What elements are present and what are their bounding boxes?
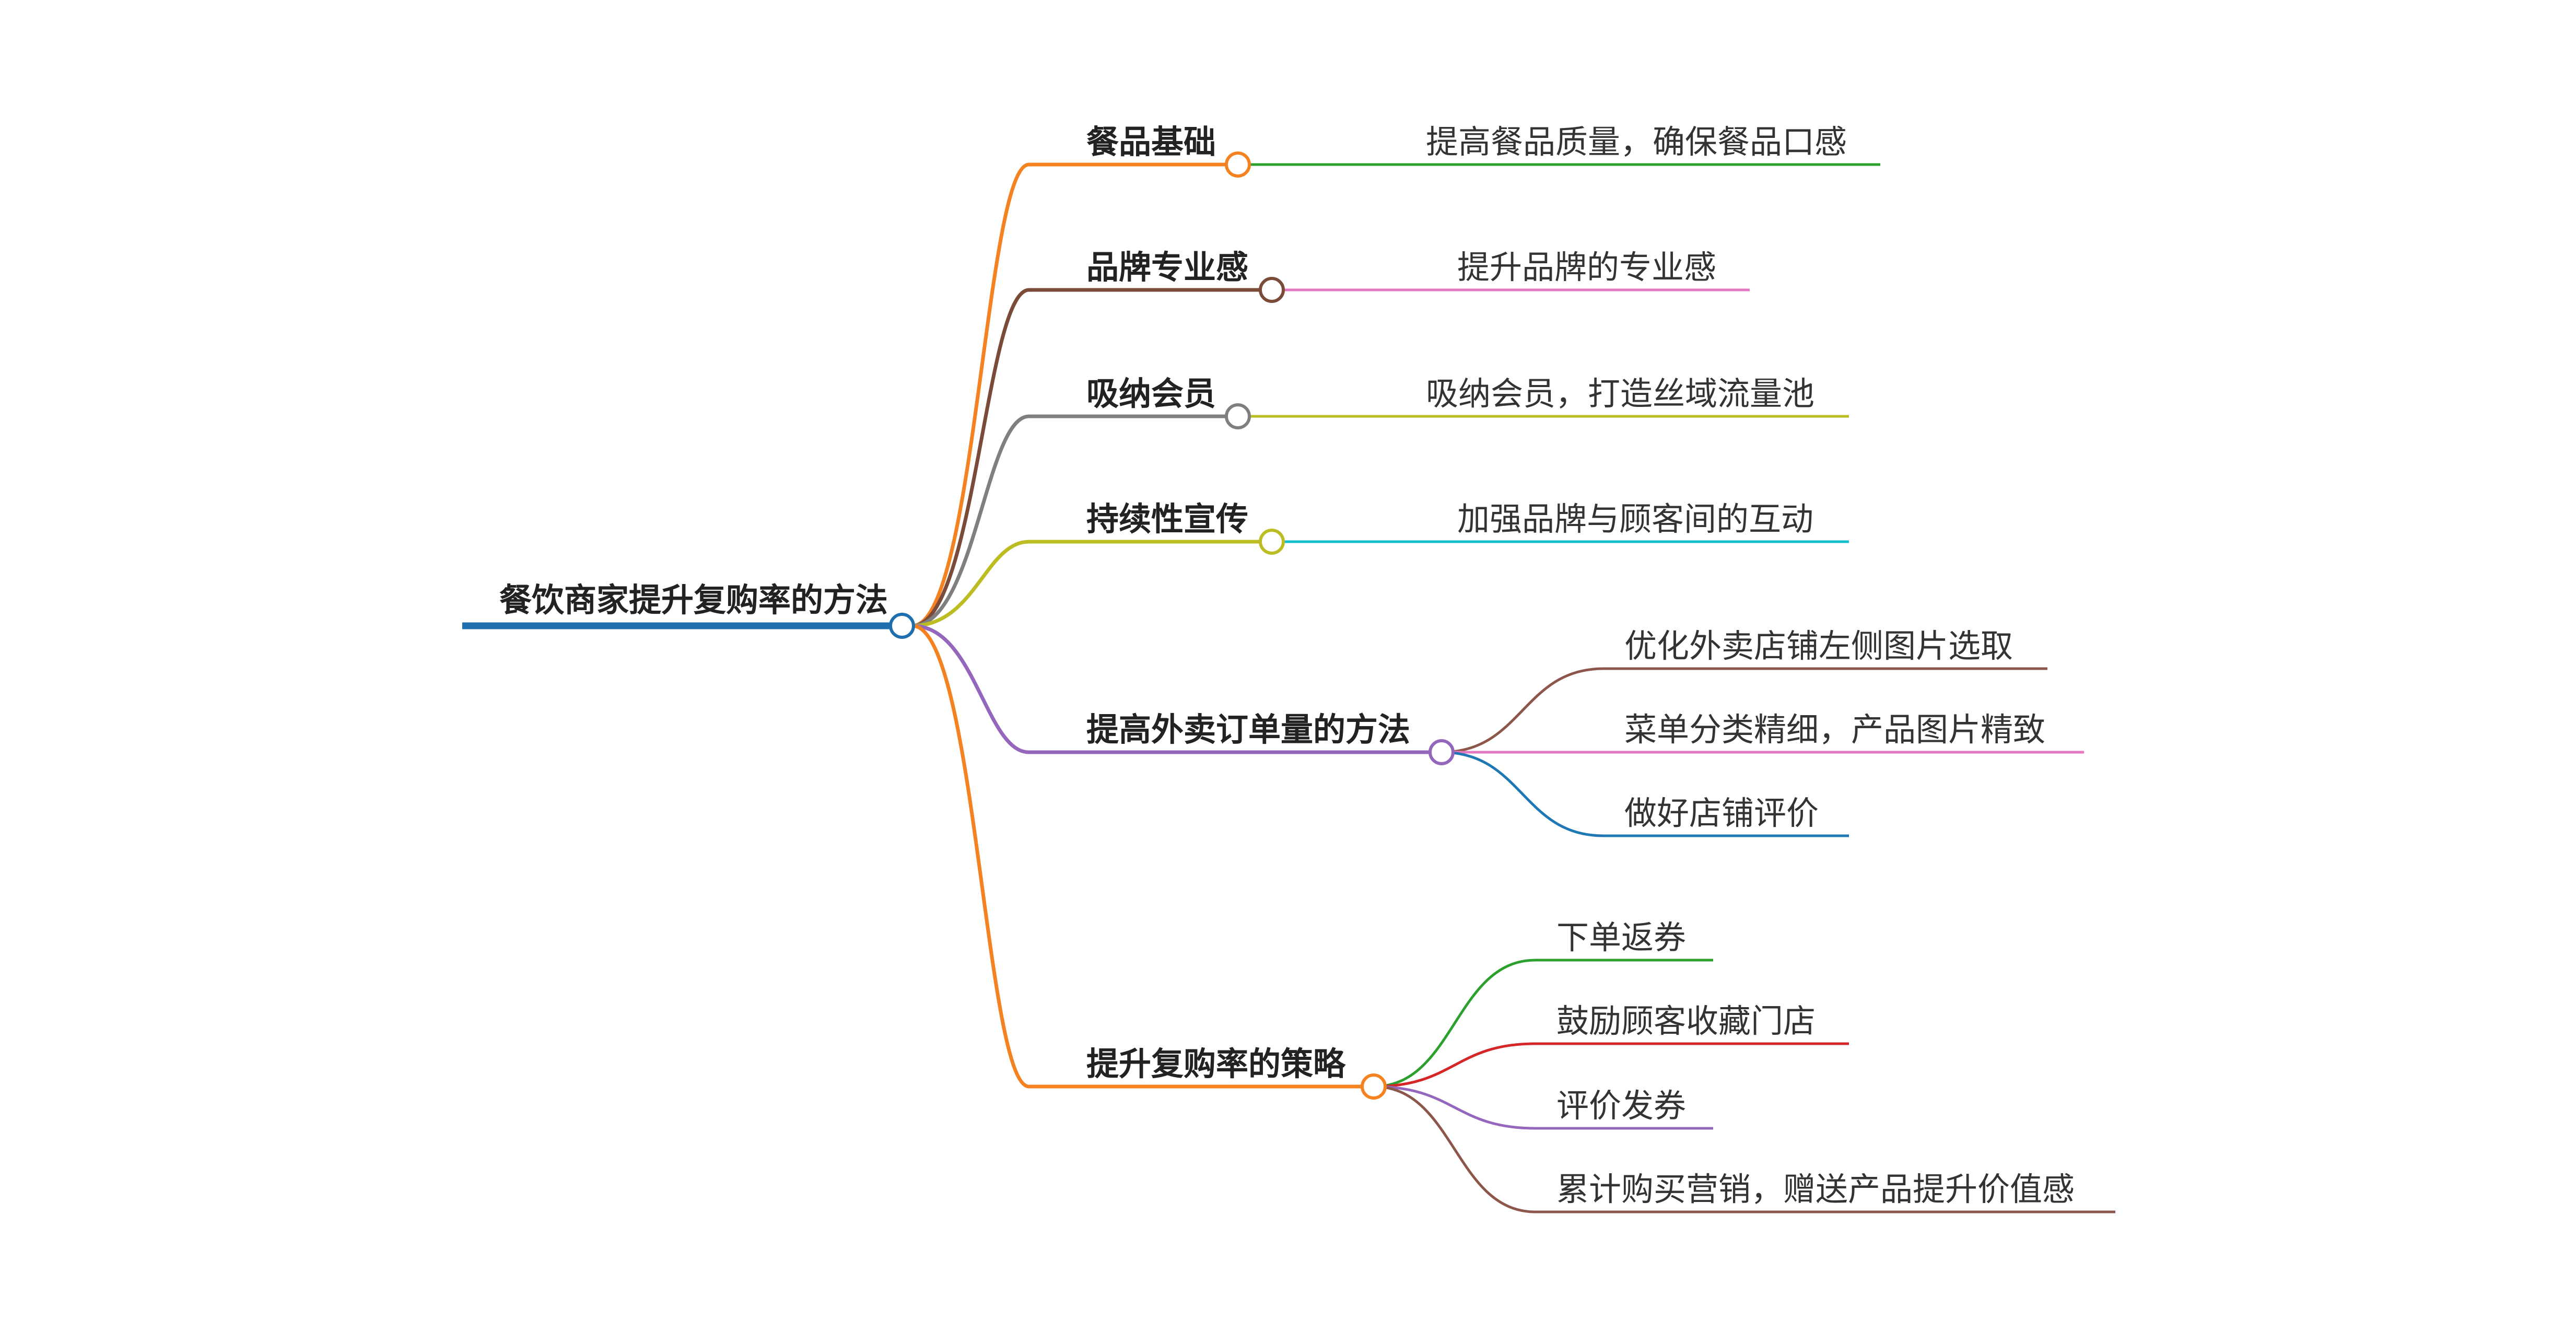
branch-link-6 — [912, 624, 1076, 1089]
leaf-topic-4-1: 加强品牌与顾客间的互动 — [1457, 500, 1813, 538]
branch-link-5 — [912, 624, 1076, 754]
leaf-link-6-3 — [1373, 1085, 1713, 1130]
leaf-topic-5-1: 优化外卖店铺左侧图片选取 — [1624, 627, 2013, 665]
branch-topic-4: 持续性宣传 — [1086, 500, 1248, 538]
branch-node-dot-6 — [1361, 1073, 1387, 1100]
leaf-topic-6-2: 鼓励顾客收藏门店 — [1556, 1002, 1816, 1040]
leaf-topic-5-2: 菜单分类精细，产品图片精致 — [1624, 710, 2045, 749]
leaf-link-6-2 — [1373, 1042, 1849, 1088]
branch-node-dot-5 — [1428, 739, 1455, 765]
branch-node-dot-3 — [1225, 403, 1251, 429]
leaf-topic-2-1: 提升品牌的专业感 — [1457, 248, 1716, 286]
leaf-topic-5-3: 做好店铺评价 — [1624, 794, 1819, 832]
leaf-topic-3-1: 吸纳会员，打造丝域流量池 — [1426, 375, 1814, 413]
leaf-link-5-1 — [1441, 667, 2047, 754]
leaf-topic-6-1: 下单返券 — [1556, 918, 1686, 956]
leaf-topic-6-4: 累计购买营销，赠送产品提升价值感 — [1556, 1170, 2075, 1208]
leaf-link-6-1 — [1373, 959, 1713, 1088]
branch-topic-6: 提升复购率的策略 — [1086, 1045, 1346, 1083]
leaf-link-6-4 — [1373, 1085, 2115, 1213]
leaf-topic-1-1: 提高餐品质量，确保餐品口感 — [1426, 123, 1847, 161]
branch-topic-1: 餐品基础 — [1086, 123, 1216, 161]
branch-topic-5: 提高外卖订单量的方法 — [1086, 710, 1410, 749]
branch-node-dot-2 — [1259, 277, 1285, 303]
branch-topic-3: 吸纳会员 — [1086, 375, 1216, 413]
branch-topic-2: 品牌专业感 — [1086, 248, 1248, 286]
leaf-topic-6-3: 评价发券 — [1556, 1087, 1686, 1125]
branch-link-2 — [912, 288, 1076, 628]
root-node-dot — [889, 613, 915, 639]
root-topic: 餐饮商家提升复购率的方法 — [499, 581, 888, 619]
leaf-link-5-3 — [1441, 751, 1849, 837]
branch-links — [912, 162, 2115, 1213]
branch-link-1 — [912, 162, 1076, 628]
branch-node-dot-4 — [1259, 529, 1285, 555]
branch-link-3 — [912, 414, 1076, 628]
branch-link-4 — [912, 540, 1076, 628]
branch-node-dot-1 — [1225, 151, 1251, 178]
